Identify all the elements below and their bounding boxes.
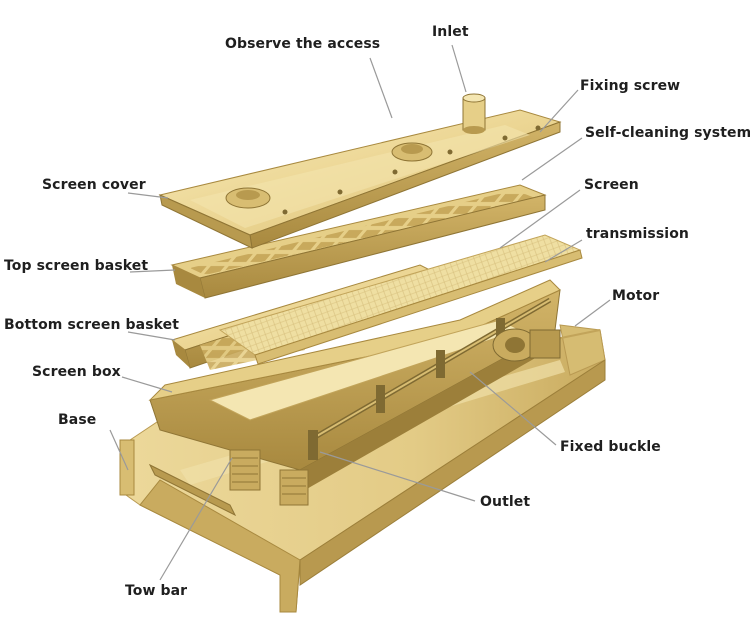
spring-support bbox=[229, 449, 309, 506]
leader-lines bbox=[109, 44, 611, 581]
fixing-screws bbox=[282, 125, 541, 215]
fixed-buckle bbox=[376, 385, 385, 413]
label-transmission: transmission bbox=[586, 226, 689, 242]
screen-cover bbox=[158, 93, 562, 249]
label-tow-bar: Tow bar bbox=[125, 583, 188, 599]
fixed-buckle bbox=[496, 318, 505, 344]
label-base: Base bbox=[58, 412, 97, 428]
label-outlet: Outlet bbox=[480, 494, 531, 510]
label-observe-access: Observe the access bbox=[225, 36, 381, 52]
top-screen-basket bbox=[170, 184, 547, 299]
label-inlet: Inlet bbox=[432, 24, 469, 40]
label-bottom-screen-basket: Bottom screen basket bbox=[4, 317, 180, 333]
label-screen-box: Screen box bbox=[32, 364, 121, 380]
label-screen: Screen bbox=[584, 177, 639, 193]
screen-box bbox=[148, 279, 561, 506]
label-top-screen-basket: Top screen basket bbox=[4, 258, 149, 274]
label-motor: Motor bbox=[612, 288, 660, 304]
motor bbox=[492, 328, 561, 362]
observe-access-port bbox=[225, 142, 433, 209]
fixed-buckle bbox=[436, 350, 445, 378]
label-self-cleaning-system: Self-cleaning system bbox=[585, 125, 750, 141]
label-fixing-screw: Fixing screw bbox=[580, 78, 681, 94]
screen-mesh bbox=[218, 234, 583, 365]
label-screen-cover: Screen cover bbox=[42, 177, 146, 193]
fixed-buckle bbox=[308, 430, 318, 460]
inlet-pipe bbox=[462, 93, 486, 134]
label-fixed-buckle: Fixed buckle bbox=[560, 439, 661, 455]
